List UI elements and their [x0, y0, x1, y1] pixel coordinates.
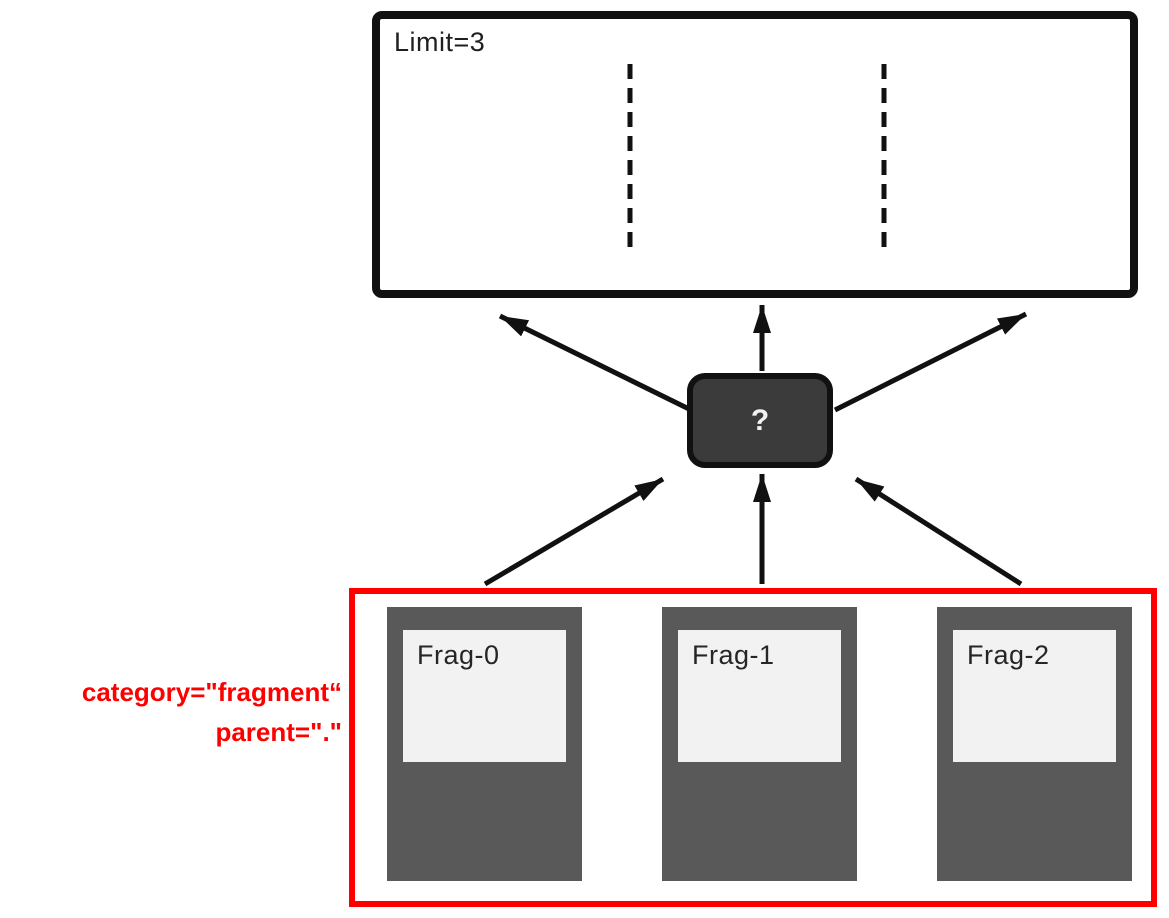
arrow-merge-to-limit-right-icon	[833, 311, 1028, 413]
fragment-card-1-label: Frag-1	[692, 640, 775, 670]
arrow-frag2-to-merge-icon	[854, 476, 1023, 587]
merge-node-label: ?	[750, 403, 770, 437]
fragment-card-2: Frag-2	[937, 607, 1132, 881]
limit-container-box: Limit=3	[372, 11, 1138, 298]
fragment-annotation-line2: parent="."	[215, 717, 342, 747]
merge-node: ?	[687, 373, 833, 468]
limit-label: Limit=3	[394, 27, 486, 57]
fragment-card-0: Frag-0	[387, 607, 582, 881]
fragment-card-2-label: Frag-2	[967, 640, 1050, 670]
fragment-card-1: Frag-1	[662, 607, 857, 881]
arrow-merge-to-limit-left-icon	[498, 313, 691, 412]
fragment-card-0-panel: Frag-0	[403, 630, 566, 762]
fragment-annotation: category="fragment“ parent="."	[10, 672, 342, 752]
fragment-card-2-panel: Frag-2	[953, 630, 1116, 762]
fragment-annotation-line1: category="fragment“	[81, 677, 342, 707]
fragment-card-1-panel: Frag-1	[678, 630, 841, 762]
fragment-card-0-label: Frag-0	[417, 640, 500, 670]
arrow-frag0-to-merge-icon	[483, 476, 665, 587]
